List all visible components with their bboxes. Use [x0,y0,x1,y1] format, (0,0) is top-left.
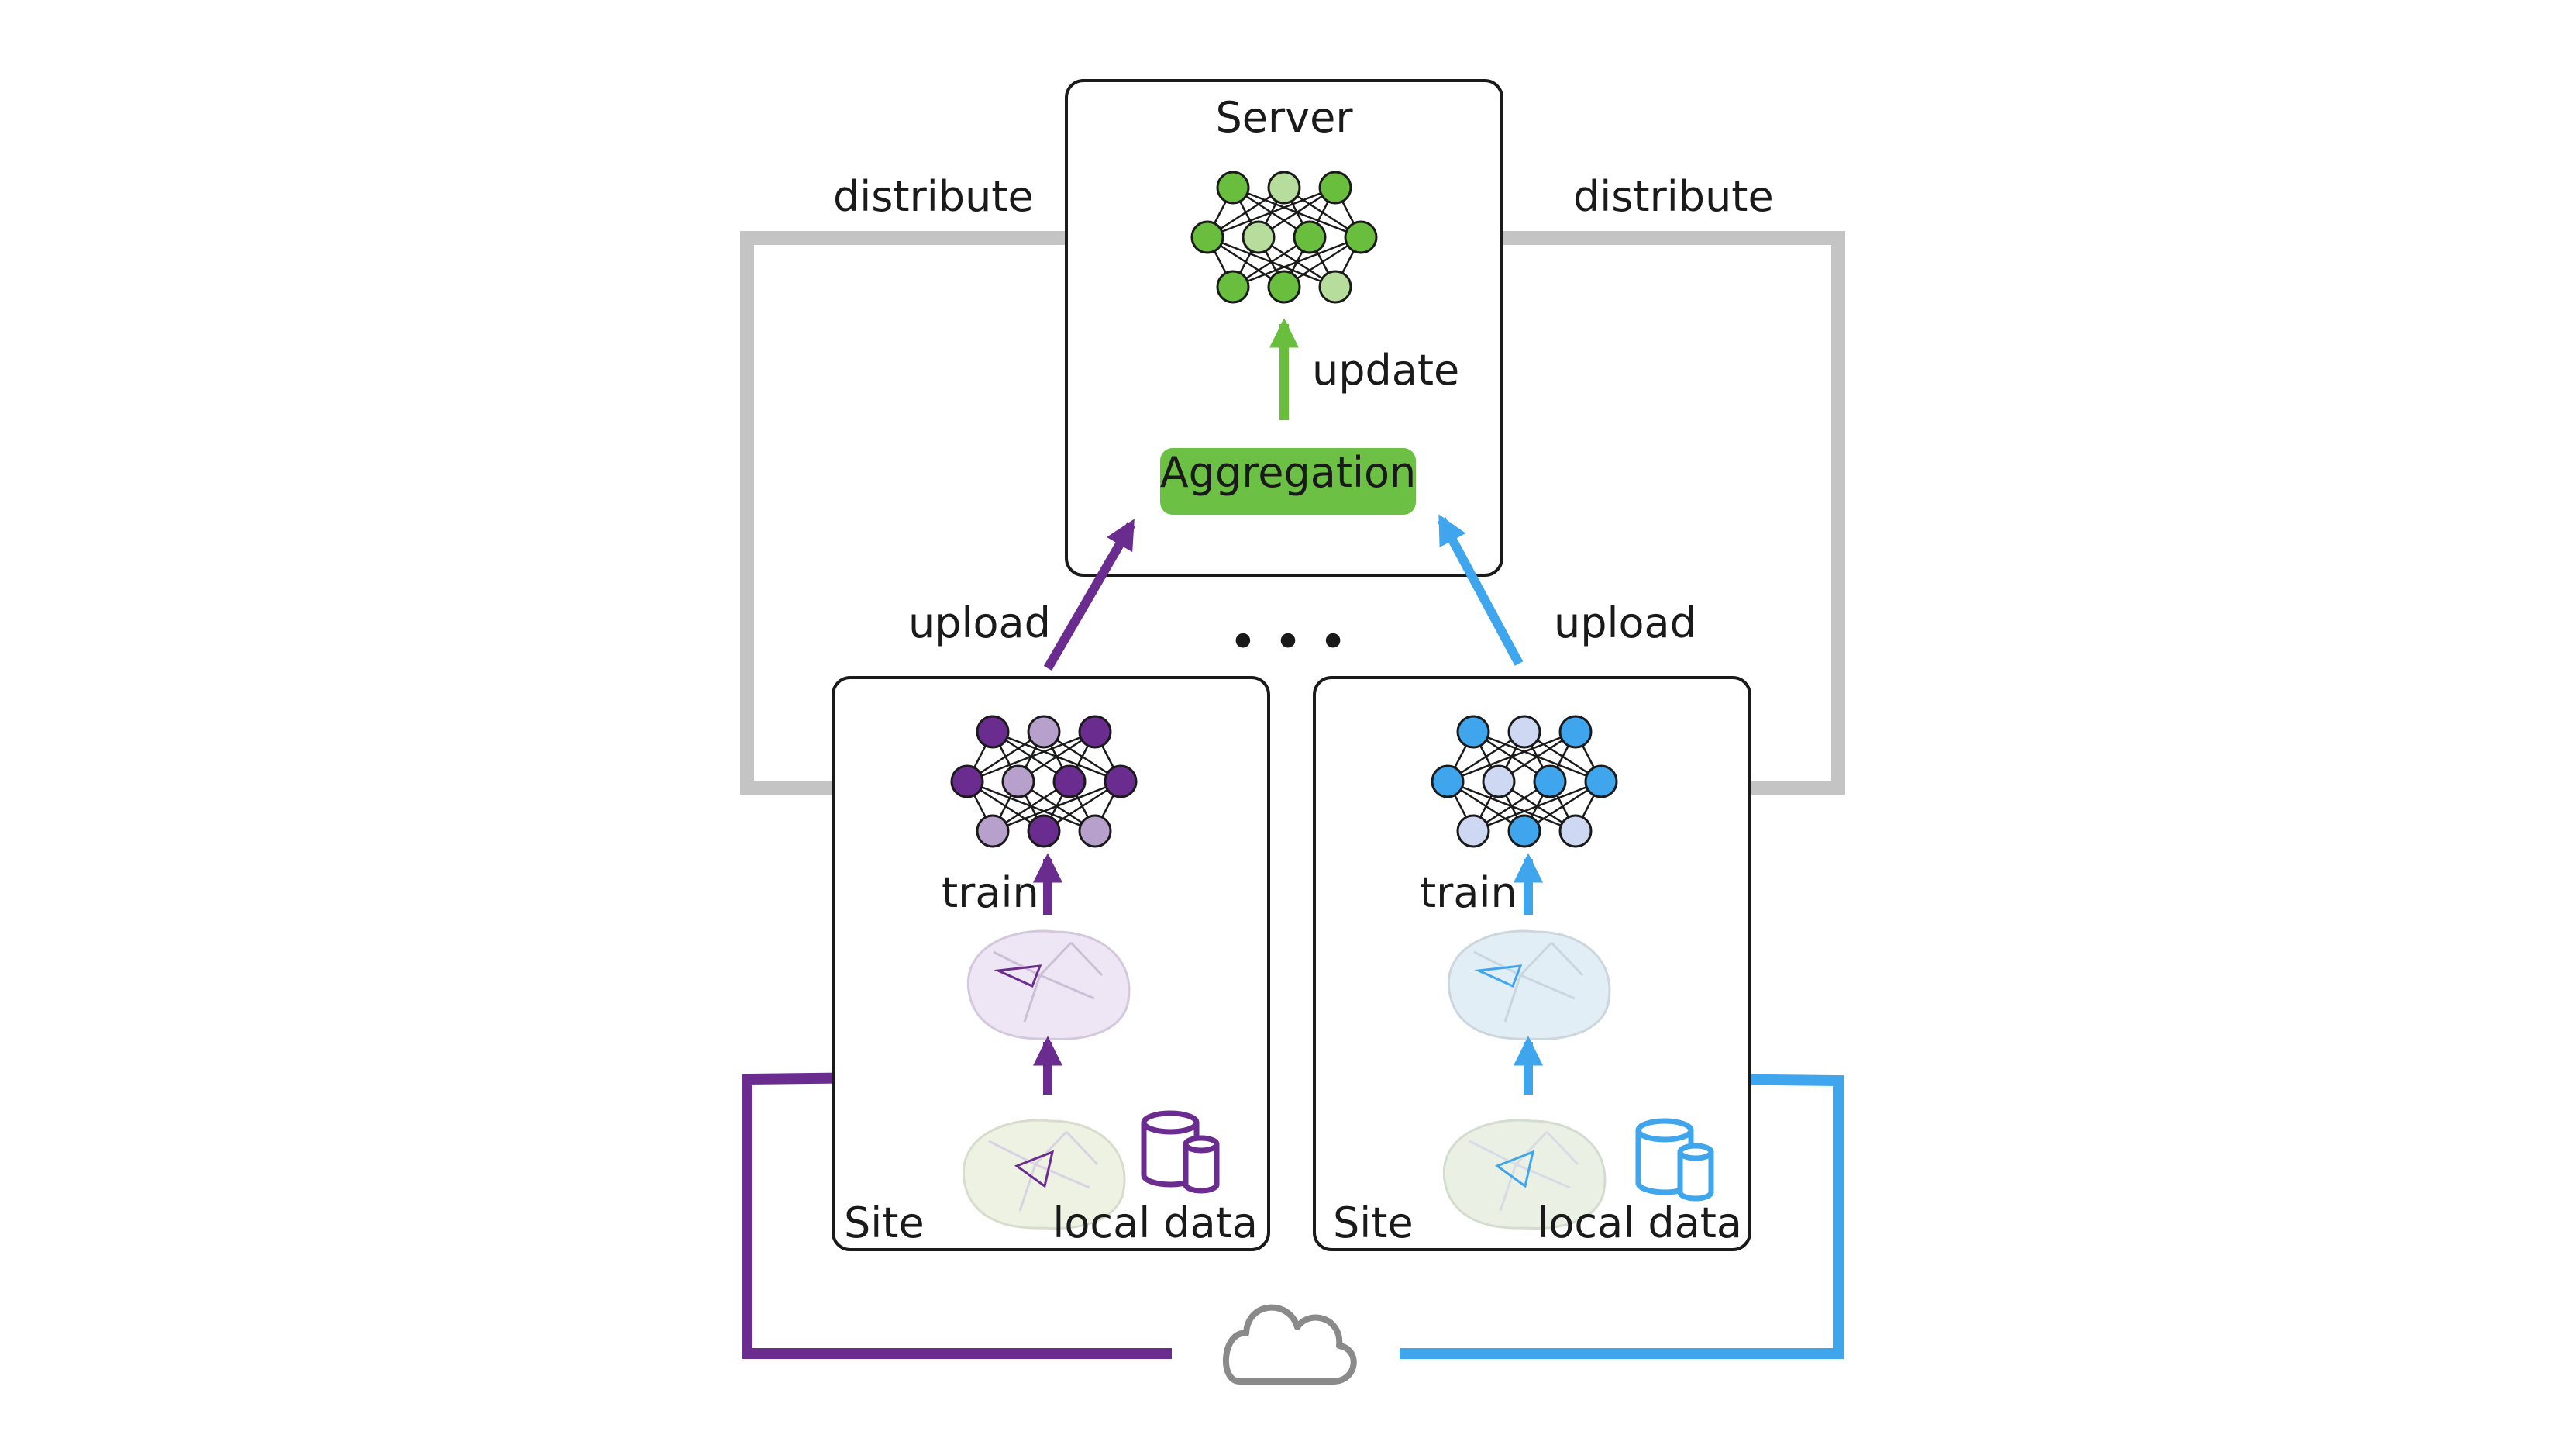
network-edge [1447,730,1576,783]
network-node [1267,171,1301,205]
ellipsis: • • • [1228,614,1348,671]
network-node [1482,764,1516,798]
network-node [1027,715,1061,749]
network-edge [1207,186,1336,239]
network-edge [992,780,1121,833]
site2-data-label: local data [1537,1199,1742,1247]
network-node [1584,764,1618,798]
network-edge [1472,780,1602,833]
site1-data-label: local data [1052,1199,1258,1247]
server-title: Server [1215,93,1353,142]
network-node [1558,715,1593,749]
distribute-arrow-left [740,231,1147,810]
network-node [1293,220,1327,254]
network-node [1318,171,1352,205]
upload-label-left: upload [908,598,1051,647]
network-node [1216,171,1250,205]
site1-network-icon [950,715,1138,848]
network-node [1456,814,1490,848]
network-node [976,814,1010,848]
aggregation-label: Aggregation [1160,448,1417,497]
site2-label: Site [1333,1199,1414,1247]
network-node [1533,764,1567,798]
network-node [1242,220,1276,254]
network-node [1558,814,1593,848]
network-node [976,715,1010,749]
network-node [1431,764,1465,798]
distribute-label-left: distribute [833,172,1034,221]
network-node [1267,270,1301,304]
site1-label: Site [844,1199,925,1247]
upload-label-right: upload [1554,598,1696,647]
network-node [1001,764,1035,798]
site2-brain-graph-icon [1447,929,1611,1041]
network-edge [966,730,1096,783]
upload-arrow-left [1043,519,1136,671]
aggregation-box [1160,448,1416,515]
site1-brain-graph-icon [966,929,1131,1041]
server-network-icon [1190,171,1378,304]
site2-brain-raw-icon [1442,1119,1607,1230]
distribute-label-right: distribute [1573,172,1774,221]
network-edge [1232,236,1362,288]
network-node [1104,764,1138,798]
network-node [1078,814,1112,848]
update-label: update [1312,346,1459,395]
site1-brain-raw-icon [962,1119,1126,1230]
site1-database-icon [1141,1110,1220,1194]
upload-arrow-right [1437,514,1524,666]
network-node [1190,220,1224,254]
network-node [1507,814,1541,848]
network-node [1318,270,1352,304]
network-node [1344,220,1378,254]
network-node [1507,715,1541,749]
network-node [1456,715,1490,749]
network-node [1052,764,1087,798]
network-node [1027,814,1061,848]
network-node [1216,270,1250,304]
site2-train-label: train [1420,868,1517,917]
site2-database-icon [1635,1118,1714,1202]
cloud-icon [1222,1304,1357,1385]
network-node [1078,715,1112,749]
site1-train-label: train [942,868,1039,917]
network-node [950,764,984,798]
site2-network-icon [1431,715,1618,848]
